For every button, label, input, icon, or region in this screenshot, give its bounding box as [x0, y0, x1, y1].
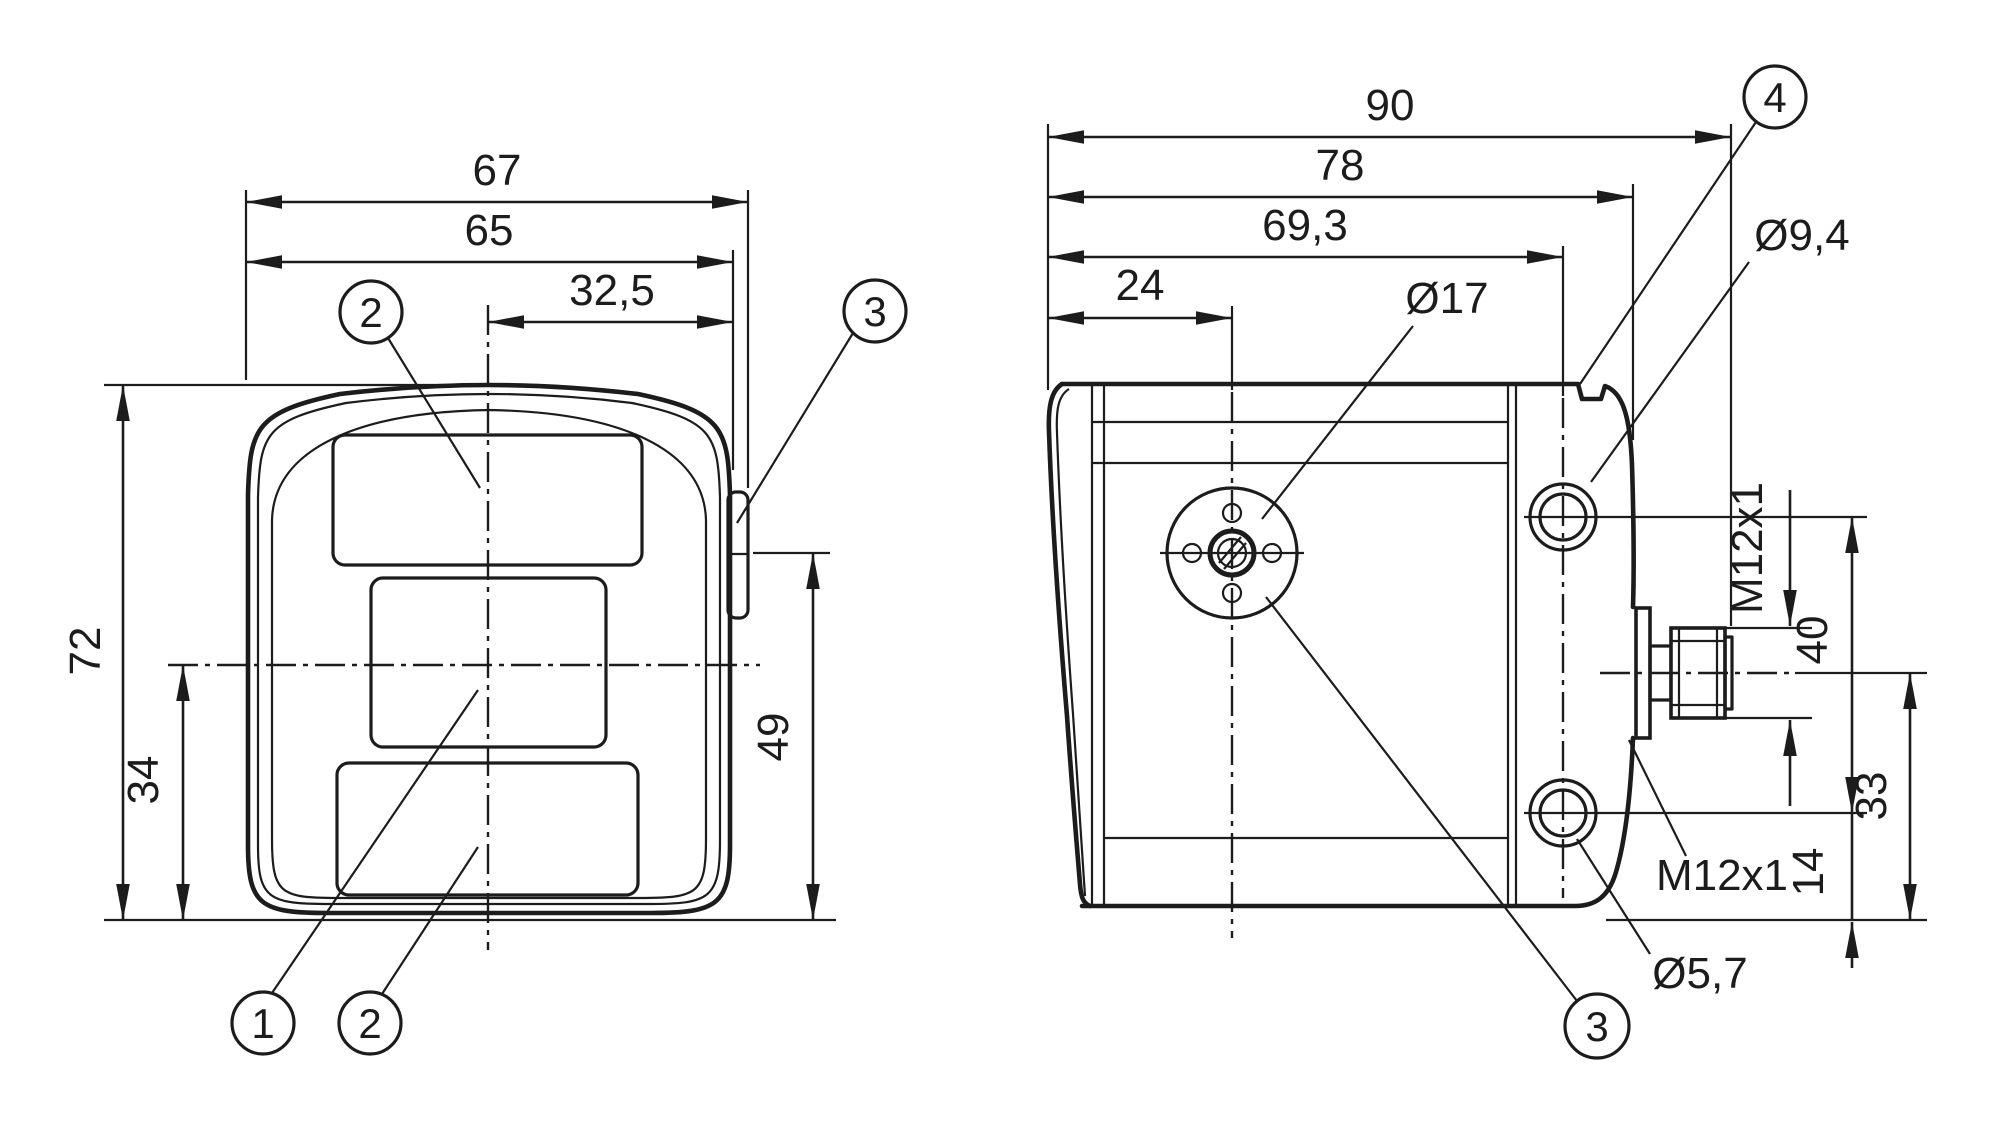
- dim-side-overall-depth: 90: [1048, 81, 1731, 144]
- side-lens-inner-curve: [1055, 388, 1087, 897]
- dim-front-housing-width: 65: [246, 206, 733, 269]
- callout-3-front: 3: [736, 278, 908, 524]
- front-body-inner-line: [256, 392, 722, 906]
- svg-text:M12x1: M12x1: [1656, 851, 1788, 900]
- callout-balloon: [1742, 64, 1808, 130]
- front-body-outer-outline: [245, 382, 733, 916]
- label-mount-hole-dia: Ø9,4: [1590, 211, 1850, 483]
- callout-3-side: 3: [1265, 596, 1631, 1060]
- focus-screw-slot: [1218, 536, 1242, 564]
- dim-label: 67: [473, 146, 522, 195]
- svg-text:1: 1: [251, 1000, 274, 1047]
- svg-text:3: 3: [1585, 1003, 1608, 1050]
- svg-text:14: 14: [1784, 848, 1833, 897]
- svg-text:M12x1: M12x1: [1723, 482, 1772, 614]
- svg-text:69,3: 69,3: [1262, 201, 1348, 250]
- dim-side-housing-depth: 78: [1048, 141, 1633, 204]
- svg-text:Ø9,4: Ø9,4: [1754, 211, 1849, 260]
- dim-side-connector-axis-height: 33: [1847, 673, 1917, 920]
- callout-balloon: [337, 990, 403, 1056]
- callout-balloon: [1563, 992, 1631, 1060]
- callout-2-bottom: 2: [337, 846, 479, 1056]
- callout-2-top: 2: [338, 279, 481, 489]
- svg-text:33: 33: [1847, 772, 1896, 821]
- label-connector-thread-bottom: M12x1: [1628, 739, 1788, 900]
- front-view: 67 65 32,5 72 34 49 2: [61, 146, 908, 1056]
- svg-text:Ø5,7: Ø5,7: [1652, 949, 1747, 998]
- svg-text:90: 90: [1366, 81, 1415, 130]
- dim-front-clip-bottom-height: 49: [749, 553, 820, 920]
- svg-text:2: 2: [358, 1000, 381, 1047]
- dim-front-axis-to-bottom: 34: [119, 665, 190, 920]
- side-body-bottom-outline: [1079, 735, 1636, 909]
- dim-label: 34: [119, 756, 168, 805]
- dim-side-hole-spacing: 40: [1788, 517, 1859, 813]
- side-lens-outer-curve: [1046, 381, 1093, 909]
- svg-text:24: 24: [1116, 261, 1165, 310]
- dim-front-overall-height: 72: [61, 385, 130, 920]
- callout-balloon: [338, 279, 404, 345]
- svg-text:2: 2: [359, 289, 382, 336]
- dim-side-hole-to-bottom: 14: [1784, 813, 1859, 968]
- callout-balloon: [842, 278, 908, 344]
- label-connector-thread-top: M12x1: [1723, 482, 1797, 806]
- callout-1: 1: [230, 689, 479, 1056]
- svg-text:3: 3: [863, 288, 886, 335]
- svg-text:Ø17: Ø17: [1405, 274, 1488, 323]
- callout-balloon: [230, 990, 296, 1056]
- dim-side-hole-axis-depth: 69,3: [1048, 201, 1563, 264]
- dim-label: 65: [465, 206, 514, 255]
- side-view: 90 78 69,3 24 40 33 14: [1046, 64, 1927, 1060]
- svg-text:4: 4: [1763, 74, 1786, 121]
- svg-text:78: 78: [1316, 141, 1365, 190]
- label-inner-hole-dia: Ø5,7: [1576, 838, 1748, 998]
- side-body-top-outline: [1059, 381, 1636, 610]
- callout-4: 4: [1579, 64, 1808, 385]
- dim-front-half-width: 32,5: [488, 266, 733, 329]
- dim-side-lens-axis-depth: 24: [1048, 261, 1232, 325]
- dim-label: 32,5: [569, 266, 655, 315]
- front-display-bottom: [335, 761, 640, 897]
- dim-label: 49: [749, 713, 798, 762]
- svg-text:40: 40: [1788, 616, 1837, 665]
- focus-screw-slot: [1223, 542, 1247, 570]
- label-focus-ring-dia: Ø17: [1261, 274, 1489, 520]
- dim-label: 72: [61, 627, 110, 676]
- dim-front-overall-width: 67: [246, 146, 748, 209]
